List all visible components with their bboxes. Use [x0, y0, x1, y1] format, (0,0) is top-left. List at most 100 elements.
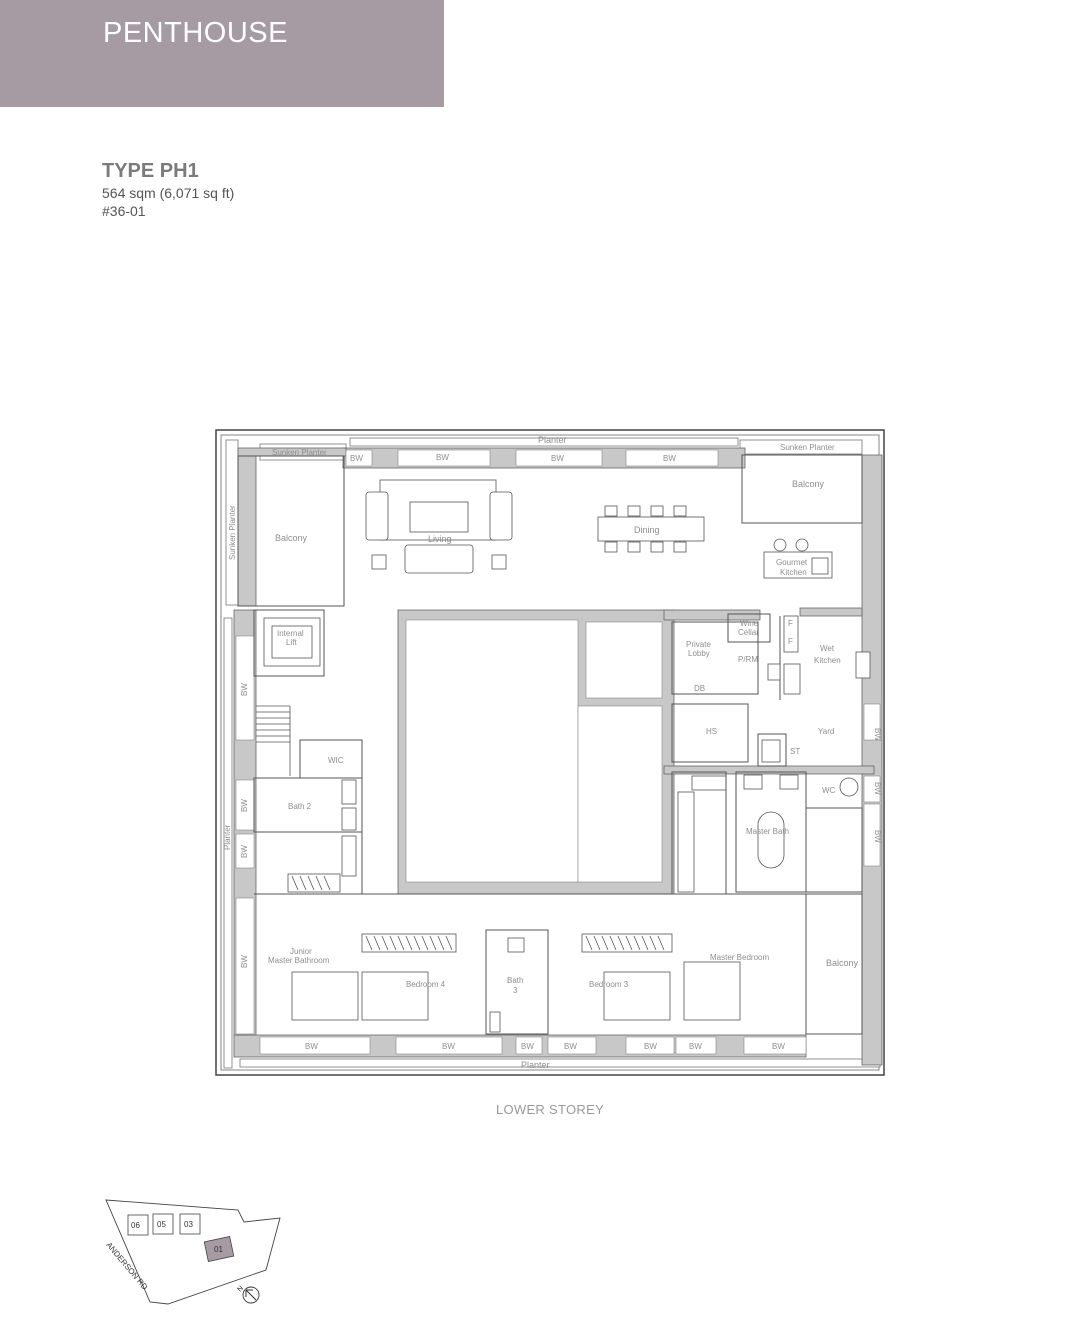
unit-number: #36-01: [102, 203, 146, 219]
label-planter-bottom: Planter: [521, 1060, 550, 1070]
label-db: DB: [694, 684, 705, 693]
label-bedroom3: Bedroom 3: [589, 980, 629, 989]
north-arrow-pointer: [245, 1289, 257, 1301]
label-private-lobby: Private: [686, 640, 711, 649]
bw-bottom-6: [675, 1036, 717, 1055]
bw-bottom-1: [259, 1036, 371, 1055]
key-plan-unit-06: 06: [131, 1221, 140, 1230]
label-junior-master-bath-2: Master Bathroom: [268, 956, 330, 965]
bw-top-4: [625, 449, 719, 467]
key-plan-block-06: [127, 1214, 149, 1236]
partitions: [237, 454, 863, 1035]
header-band: [0, 0, 444, 107]
bw-right-2: [863, 775, 881, 803]
bw-bottom-2: [395, 1036, 503, 1055]
key-plan-block-01: [203, 1236, 235, 1262]
label-wic: WIC: [328, 756, 344, 765]
label-bw: BW: [521, 1042, 534, 1051]
label-bw: BW: [873, 782, 882, 795]
key-plan-block-05: [152, 1213, 174, 1235]
label-bath2: Bath 2: [288, 802, 312, 811]
label-planter-left: Planter: [223, 824, 232, 850]
label-hs: HS: [706, 727, 717, 736]
label-bw: BW: [240, 845, 249, 858]
label-sunken-planter-left: Sunken Planter: [228, 505, 237, 560]
label-prm: P/RM: [738, 655, 758, 664]
label-dining: Dining: [634, 525, 660, 535]
bw-bottom-5: [625, 1036, 675, 1055]
label-wine-cellar-2: Cellar: [738, 628, 759, 637]
bw-bottom-4: [547, 1036, 597, 1055]
page-title: PENTHOUSE: [103, 17, 288, 49]
label-internal-lift: Internal: [277, 629, 304, 638]
label-internal-lift-2: Lift: [286, 638, 297, 647]
label-bw: BW: [240, 683, 249, 696]
label-master-bedroom: Master Bedroom: [710, 953, 769, 962]
key-plan-unit-01: 01: [214, 1245, 223, 1254]
label-bedroom4: Bedroom 4: [406, 980, 446, 989]
label-junior-master-bath: Junior: [290, 947, 312, 956]
label-bw: BW: [689, 1042, 702, 1051]
label-wine-cellar: Wine: [740, 619, 759, 628]
label-private-lobby-2: Lobby: [688, 649, 710, 658]
unit-area: 564 sqm (6,071 sq ft): [102, 185, 235, 201]
wardrobes: [287, 775, 727, 953]
label-balcony-right: Balcony: [826, 958, 859, 968]
bw-top-3: [515, 449, 603, 467]
key-plan-block-03: [179, 1213, 201, 1235]
label-bw: BW: [564, 1042, 577, 1051]
label-sunken-planter-tl: Sunken Planter: [272, 448, 327, 457]
planter-top: [349, 437, 739, 447]
label-bw: BW: [772, 1042, 785, 1051]
living-furniture: [263, 479, 871, 1033]
label-bath3-num: 3: [513, 986, 518, 995]
label-bw: BW: [240, 955, 249, 968]
label-planter-top: Planter: [538, 435, 567, 445]
void-inner-2: [577, 705, 663, 883]
label-living: Living: [428, 534, 452, 544]
label-master-bath: Master Bath: [746, 827, 789, 836]
outer-boundary: [215, 429, 885, 1076]
sunken-planter-tr: [739, 439, 863, 455]
label-yard: Yard: [818, 727, 834, 736]
label-gourmet-kitchen-2: Kitchen: [780, 568, 807, 577]
label-sunken-planter-tr: Sunken Planter: [780, 443, 835, 452]
label-bw: BW: [873, 728, 882, 741]
key-plan: 06 05 03 01 ANDERSON RD N: [104, 1199, 281, 1305]
key-plan-site: [105, 1199, 281, 1305]
void-inner: [405, 619, 579, 883]
bw-left-4: [235, 897, 255, 1035]
key-plan-unit-03: 03: [184, 1220, 193, 1229]
label-bw: BW: [644, 1042, 657, 1051]
label-gourmet-kitchen: Gourmet: [776, 558, 808, 567]
label-st: ST: [790, 747, 800, 756]
plan-caption: LOWER STOREY: [495, 1102, 605, 1117]
label-fridge-1: F: [788, 619, 793, 628]
label-bw: BW: [436, 453, 449, 462]
label-bw: BW: [873, 830, 882, 843]
planter-bottom: [239, 1058, 881, 1068]
label-balcony-tr: Balcony: [792, 479, 825, 489]
bw-bottom-3: [515, 1036, 543, 1055]
bw-top-1: [345, 449, 373, 467]
unit-type: TYPE PH1: [102, 160, 199, 182]
north-label: N: [236, 1285, 245, 1294]
label-wc: WC: [822, 786, 836, 795]
key-plan-unit-05: 05: [157, 1220, 166, 1229]
label-bw: BW: [350, 454, 363, 463]
bw-right-1: [863, 703, 881, 741]
bw-right-3: [863, 803, 881, 867]
label-bw: BW: [663, 454, 676, 463]
label-bw: BW: [551, 454, 564, 463]
planter-left: [223, 617, 233, 1069]
label-bath3: Bath: [507, 976, 523, 985]
bw-left-3: [235, 833, 255, 869]
bw-top-2: [397, 449, 491, 467]
label-balcony-left: Balcony: [275, 533, 308, 543]
label-bw: BW: [442, 1042, 455, 1051]
bw-left-1: [235, 635, 255, 741]
staircase: [256, 705, 291, 776]
label-wet-kitchen: Wet: [820, 644, 835, 653]
label-wet-kitchen-2: Kitchen: [814, 656, 841, 665]
